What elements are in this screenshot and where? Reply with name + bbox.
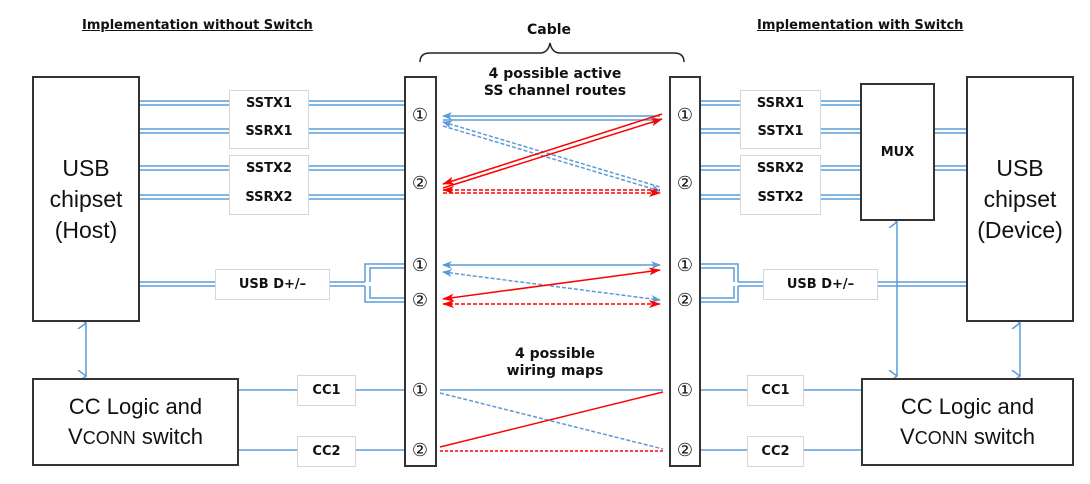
- device-cc-logic-vconn-switch: CC Logic and VCONN switch: [861, 378, 1074, 466]
- left-ss-group1-label: SSTX1 SSRX1: [229, 90, 309, 149]
- ss-routes-note: 4 possible active SS channel routes: [440, 66, 670, 100]
- ss-route-red-solid-2: [442, 118, 663, 189]
- label-ssrx2-right: SSRX2: [756, 161, 805, 176]
- device-cc-logic-line1: CC Logic and: [900, 393, 1035, 419]
- ss-route-blue-dashed-2: [442, 125, 661, 193]
- wiring-maps-note-line1: 4 possible: [514, 346, 596, 362]
- device-chipset-line1: USB: [996, 154, 1044, 181]
- label-sstx2-right: SSTX2: [757, 190, 804, 205]
- host-cc-logic-line1: CC Logic and: [68, 393, 203, 419]
- cc-map-red-solid: [439, 391, 664, 448]
- right-usb2-pin2: ②: [676, 290, 694, 311]
- left-cc2-label: CC2: [297, 436, 356, 467]
- left-cc1-label: CC1: [297, 375, 356, 406]
- left-ss-group2-label: SSTX2 SSRX2: [229, 155, 309, 215]
- left-plug-connector: ① ② ① ② ① ②: [404, 76, 437, 467]
- right-ss-wires: [700, 100, 966, 200]
- right-usb2-pin1: ①: [676, 255, 694, 276]
- mux-block: MUX: [860, 83, 935, 221]
- right-ss-pin2: ②: [676, 173, 694, 194]
- host-cc-logic-vconn-switch: CC Logic and VCONN switch: [32, 378, 239, 466]
- right-cc1-label: CC1: [747, 375, 804, 406]
- device-cc-line2-suffix: switch: [967, 423, 1035, 449]
- right-usb2-label: USB D+/–: [763, 269, 878, 300]
- device-usb-chipset: USB chipset (Device): [966, 76, 1074, 322]
- host-chipset-line3: (Host): [54, 216, 118, 243]
- wiring-maps-note: 4 possible wiring maps: [440, 346, 670, 380]
- left-cc-pin2: ②: [411, 440, 429, 461]
- label-sstx2: SSTX2: [245, 161, 293, 176]
- device-cc-line2-prefix: V: [900, 423, 915, 449]
- host-cc-line2-smallcaps: CONN: [82, 427, 136, 448]
- left-cc-pin1: ①: [411, 380, 429, 401]
- left-ss-wires: [139, 100, 404, 200]
- ss-routes-note-line2: SS channel routes: [483, 83, 627, 99]
- ss-route-blue-dashed: [442, 120, 661, 188]
- left-usb2-pin1: ①: [411, 255, 429, 276]
- label-sstx1: SSTX1: [245, 96, 293, 111]
- title-with-switch: Implementation with Switch: [757, 18, 964, 33]
- cable-title: Cable: [527, 22, 572, 38]
- right-cc-pin2: ②: [676, 440, 694, 461]
- label-ssrx1-right: SSRX1: [756, 96, 805, 111]
- label-ssrx1: SSRX1: [245, 124, 293, 139]
- usb2-routes: [442, 261, 661, 308]
- ss-routes-note-line1: 4 possible active: [488, 66, 622, 82]
- right-cc2-label: CC2: [747, 436, 804, 467]
- cc-wiring-maps: [439, 389, 664, 452]
- left-cc-wires: [238, 389, 404, 451]
- host-usb-chipset: USB chipset (Host): [32, 76, 140, 322]
- device-cc-line2-smallcaps: CONN: [914, 427, 968, 448]
- right-ss-group1-label: SSRX1 SSTX1: [740, 90, 821, 149]
- left-usb2-pin2: ②: [411, 290, 429, 311]
- cable-brace: [419, 42, 685, 63]
- right-plug-connector: ① ② ① ② ① ②: [669, 76, 701, 467]
- left-ss-pin2: ②: [411, 173, 429, 194]
- right-cc-wires: [700, 389, 861, 451]
- usb2-route-blue-dashed: [442, 269, 661, 303]
- label-ssrx2: SSRX2: [245, 190, 293, 205]
- left-ss-pin1: ①: [411, 105, 429, 126]
- usb2-route-red-solid: [442, 267, 661, 302]
- right-ss-pin1: ①: [676, 105, 694, 126]
- host-chipset-line2: chipset: [49, 185, 123, 212]
- right-ss-group2-label: SSRX2 SSTX2: [740, 155, 821, 215]
- right-usb2-wires: [700, 263, 966, 303]
- wiring-maps-note-line2: wiring maps: [506, 363, 604, 379]
- left-usb2-wires: [139, 263, 404, 303]
- host-cc-line2-suffix: switch: [135, 423, 203, 449]
- right-cc-pin1: ①: [676, 380, 694, 401]
- device-chipset-line3: (Device): [977, 216, 1063, 243]
- left-usb2-label: USB D+/–: [215, 269, 330, 300]
- host-chipset-line1: USB: [62, 154, 110, 181]
- title-without-switch: Implementation without Switch: [82, 18, 313, 33]
- device-chipset-line2: chipset: [983, 185, 1057, 212]
- cc-map-blue-dashed: [439, 392, 664, 450]
- label-sstx1-right: SSTX1: [757, 124, 804, 139]
- host-cc-line2-prefix: V: [68, 423, 83, 449]
- ss-channel-routes: [442, 112, 663, 197]
- ss-route-red-solid: [442, 113, 663, 185]
